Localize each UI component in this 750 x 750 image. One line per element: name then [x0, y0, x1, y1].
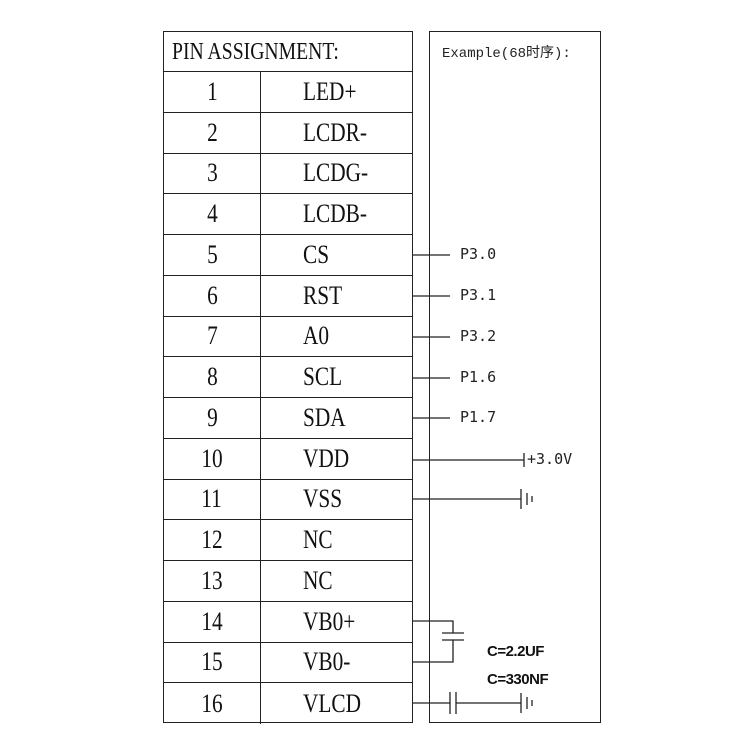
- pin-number: 14: [164, 601, 261, 642]
- pin-signal-text: RST: [303, 280, 343, 310]
- pin-row: 9 SDA: [164, 398, 412, 439]
- pin-number-text: 12: [201, 525, 223, 555]
- pin-number-text: 1: [206, 76, 218, 106]
- pin-signal: VB0-: [261, 643, 412, 683]
- pin-signal-text: SCL: [303, 362, 343, 392]
- pin-number: 5: [164, 235, 261, 275]
- pin-number-text: 3: [206, 158, 218, 188]
- pin-signal-text: VB0+: [303, 606, 356, 636]
- pin-number: 10: [164, 438, 261, 479]
- pin-signal-text: LCDR-: [303, 117, 367, 147]
- pin-number-text: 2: [206, 117, 218, 147]
- pin-number-text: 7: [206, 321, 218, 351]
- pin-number: 1: [164, 72, 261, 112]
- pin-signal: CS: [261, 235, 412, 275]
- pin-signal: NC: [261, 561, 412, 601]
- pin-number-text: 8: [206, 362, 218, 392]
- pin-number: 9: [164, 398, 261, 438]
- pin-row: 14 VB0+: [164, 601, 412, 643]
- pin-number-text: 14: [201, 606, 223, 636]
- pin-number: 15: [164, 642, 261, 683]
- pin-signal: VSS: [261, 480, 412, 520]
- pin-signal: VDD: [261, 439, 412, 479]
- pin-signal-text: VLCD: [303, 688, 362, 718]
- label-cap-vlcd: C=330NF: [487, 671, 549, 688]
- pin-number-text: 13: [201, 565, 223, 595]
- pin-signal: SDA: [261, 398, 412, 438]
- pin-row: 13 NC: [164, 561, 412, 602]
- example-title: Example(68时序):: [442, 46, 571, 62]
- wire-vbo-minus: [413, 640, 454, 663]
- pin-number: 8: [164, 357, 261, 397]
- pin-signal-text: NC: [303, 565, 333, 595]
- pin-signal: LCDR-: [261, 113, 412, 153]
- pin-number-text: 15: [201, 647, 223, 677]
- pin-number: 12: [164, 520, 261, 560]
- pin-signal-text: LED+: [303, 76, 357, 106]
- pin-number: 13: [164, 561, 261, 601]
- pin-signal-text: SDA: [303, 402, 346, 432]
- pin-row: 1 LED+: [164, 72, 412, 113]
- pin-row: 11 VSS: [164, 479, 412, 521]
- pin-row: 8 SCL: [164, 357, 412, 398]
- pin-number: 6: [164, 275, 261, 316]
- pin-signal-text: VSS: [303, 484, 343, 514]
- pin-number: 3: [164, 153, 261, 194]
- pin-row: 5 CS: [164, 235, 412, 276]
- pin-signal-text: NC: [303, 525, 333, 555]
- wire-vbo-plus: [413, 620, 454, 633]
- label-a0-port: P3.2: [460, 327, 497, 345]
- pin-signal: LCDG-: [261, 154, 412, 194]
- pin-row: 10 VDD: [164, 438, 412, 480]
- pin-signal: SCL: [261, 357, 412, 397]
- pin-signal: LCDB-: [261, 194, 412, 234]
- label-rst-port: P3.1: [460, 286, 497, 304]
- pin-number-text: 4: [206, 199, 218, 229]
- pin-number-text: 9: [206, 402, 218, 432]
- pin-row: 4 LCDB-: [164, 194, 412, 235]
- pin-row: 16 VLCD: [164, 683, 412, 724]
- pin-table-header: PIN ASSIGNMENT:: [164, 32, 412, 72]
- label-cs-port: P3.0: [460, 245, 497, 263]
- pin-number: 7: [164, 316, 261, 357]
- pin-signal: RST: [261, 276, 412, 316]
- pin-number: 11: [164, 479, 261, 520]
- pin-number: 16: [164, 683, 261, 724]
- pin-signal-text: VDD: [303, 443, 350, 473]
- pin-signal-text: LCDB-: [303, 199, 367, 229]
- pin-row: 7 A0: [164, 316, 412, 358]
- pin-signal: NC: [261, 520, 412, 560]
- pin-assignment-table: PIN ASSIGNMENT: 1 LED+ 2 LCDR- 3 LCDG- 4 LCDB- 5…: [163, 31, 413, 724]
- pin-signal: LED+: [261, 72, 412, 112]
- example-panel: Example(68时序):: [429, 31, 601, 723]
- label-scl-port: P1.6: [460, 368, 497, 386]
- label-sda-port: P1.7: [460, 408, 497, 426]
- pin-signal: VLCD: [261, 683, 412, 724]
- pin-number-text: 16: [201, 688, 223, 718]
- pin-row: 2 LCDR-: [164, 112, 412, 154]
- pin-row: 15 VB0-: [164, 642, 412, 684]
- pin-number-text: 5: [206, 239, 218, 269]
- pin-number-text: 11: [201, 484, 223, 514]
- pin-row: 6 RST: [164, 275, 412, 317]
- pin-signal: A0: [261, 317, 412, 357]
- label-vdd-supply: +3.0V: [527, 450, 573, 468]
- pin-number: 2: [164, 112, 261, 153]
- pin-row: 3 LCDG-: [164, 153, 412, 195]
- pin-number: 4: [164, 194, 261, 234]
- pin-signal-text: LCDG-: [303, 158, 369, 188]
- pin-number-text: 6: [206, 280, 218, 310]
- pin-signal-text: A0: [303, 321, 330, 351]
- pin-signal-text: CS: [303, 239, 330, 269]
- pin-row: 12 NC: [164, 520, 412, 561]
- pin-signal: VB0+: [261, 602, 412, 642]
- label-cap-vbo: C=2.2UF: [487, 643, 544, 660]
- pin-number-text: 10: [201, 443, 223, 473]
- pin-signal-text: VB0-: [303, 647, 351, 677]
